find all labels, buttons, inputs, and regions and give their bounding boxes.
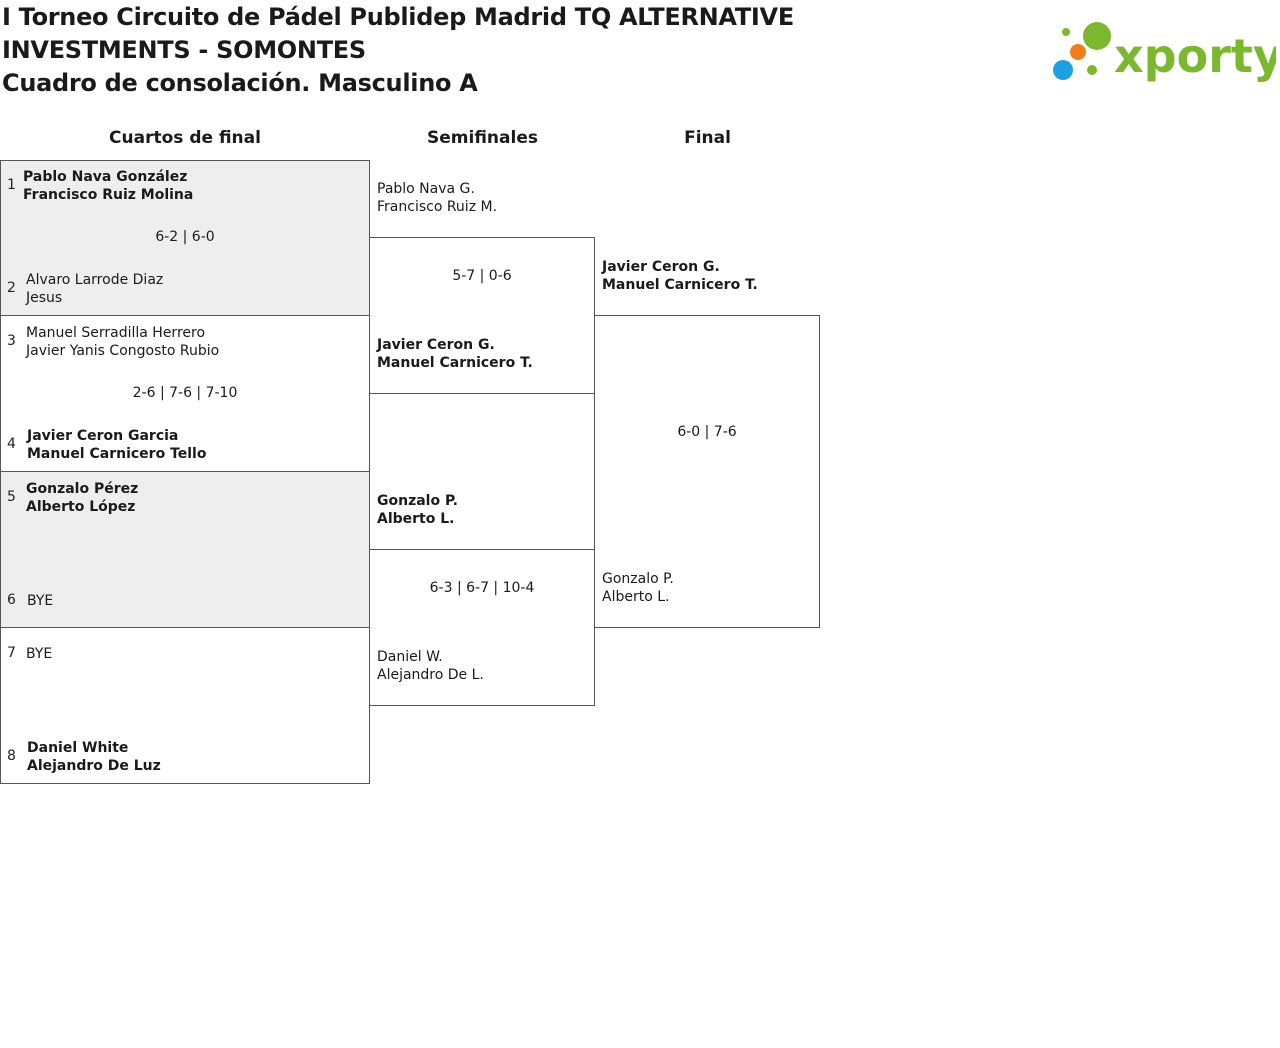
page-title-line-1: I Torneo Circuito de Pádel Publidep Madr… — [2, 3, 794, 31]
round-header-quarterfinals: Cuartos de final — [109, 128, 261, 148]
player-name: Alberto L. — [602, 589, 670, 605]
player-name: Daniel W. — [377, 649, 443, 665]
page-subtitle: Cuadro de consolación. Masculino A — [2, 69, 478, 97]
match-score: 2-6 | 7-6 | 7-10 — [132, 385, 238, 401]
quarterfinal-match-3[interactable] — [0, 471, 370, 628]
player-name: Alberto L. — [377, 511, 455, 527]
player-name-bye: BYE — [27, 593, 54, 609]
player-name: Javier Ceron Garcia — [27, 428, 179, 444]
player-name-bye: BYE — [26, 646, 53, 662]
quarterfinal-match-1[interactable] — [0, 160, 370, 316]
player-name: Javier Yanis Congosto Rubio — [26, 343, 220, 359]
player-name: Alvaro Larrode Diaz — [26, 272, 164, 288]
match-score: 6-2 | 6-0 — [155, 229, 215, 245]
player-name: Javier Ceron G. — [602, 259, 720, 275]
round-header-semifinals: Semifinales — [427, 128, 538, 148]
seed-number: 5 — [7, 489, 16, 505]
seed-number: 6 — [7, 592, 16, 608]
player-name: Gonzalo P. — [377, 493, 458, 509]
xporty-logo[interactable]: xporty — [1052, 20, 1280, 83]
player-name: Gonzalo P. — [602, 571, 674, 587]
player-name: Daniel White — [27, 740, 129, 756]
seed-number: 4 — [7, 436, 16, 452]
player-name: Jesus — [26, 290, 63, 306]
logo-dot-orange — [1070, 44, 1086, 60]
page-title-line-2: INVESTMENTS - SOMONTES — [2, 36, 366, 64]
logo-dot-green-medium — [1087, 65, 1097, 75]
match-score: 6-3 | 6-7 | 10-4 — [429, 580, 535, 596]
player-name: Manuel Carnicero T. — [602, 277, 758, 293]
player-name: Francisco Ruiz M. — [377, 199, 498, 215]
player-name: Manuel Carnicero T. — [377, 355, 533, 371]
round-header-final: Final — [684, 128, 731, 148]
seed-number: 1 — [7, 177, 16, 193]
seed-number: 8 — [7, 748, 16, 764]
player-name: Manuel Serradilla Herrero — [26, 325, 206, 341]
player-name: Gonzalo Pérez — [26, 481, 139, 497]
seed-number: 3 — [7, 333, 16, 349]
player-name: Alejandro De L. — [377, 667, 484, 683]
xporty-logo-graphic: xporty — [1053, 22, 1280, 83]
player-name: Francisco Ruiz Molina — [23, 187, 194, 203]
player-name: Pablo Nava González — [23, 169, 188, 185]
player-name: Javier Ceron G. — [377, 337, 495, 353]
logo-wordmark: xporty — [1114, 29, 1276, 82]
logo-dot-green-large — [1083, 22, 1111, 50]
player-name: Manuel Carnicero Tello — [27, 446, 207, 462]
player-name: Alejandro De Luz — [27, 758, 161, 774]
seed-number: 7 — [7, 645, 16, 661]
player-name: Alberto López — [26, 499, 136, 515]
logo-dot-blue — [1053, 60, 1073, 80]
match-score: 5-7 | 0-6 — [452, 268, 512, 284]
player-name: Pablo Nava G. — [377, 181, 475, 197]
match-score: 6-0 | 7-6 — [677, 424, 737, 440]
seed-number: 2 — [7, 280, 16, 296]
final-match[interactable] — [594, 315, 820, 628]
logo-dot-green-small — [1062, 28, 1070, 36]
